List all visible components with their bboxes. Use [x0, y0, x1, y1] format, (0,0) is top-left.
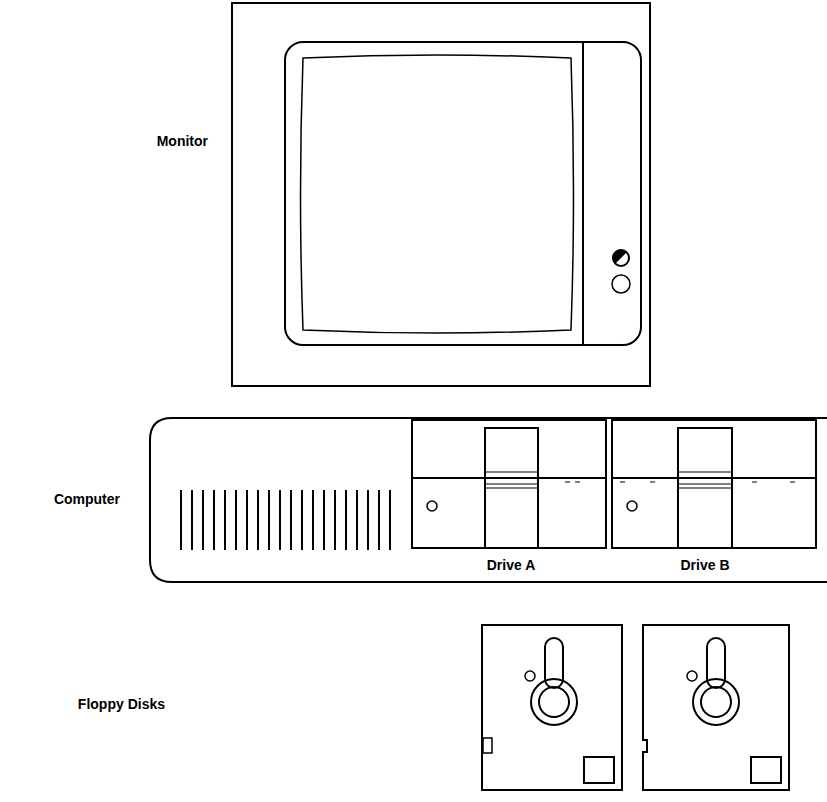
monitor-screen: [301, 55, 574, 333]
vent-slots: [180, 490, 392, 550]
floppy-index-hole: [525, 671, 535, 681]
drive-b-lever: [678, 428, 732, 548]
monitor-bezel: [285, 42, 641, 345]
floppy-disk: [643, 625, 789, 790]
floppy-hub: [531, 679, 577, 725]
floppy-label: [751, 757, 781, 783]
monitor-power-button: [612, 275, 630, 293]
part-label: Floppy Disks: [78, 697, 165, 712]
monitor-knob: [613, 250, 629, 266]
control-panel-divider: [582, 43, 584, 344]
drive-a-light: [427, 501, 437, 511]
floppy-disk: [482, 625, 622, 790]
drive-a-bay: [412, 420, 606, 548]
drive-a-lever: [485, 428, 538, 548]
monitor-housing: [232, 3, 650, 386]
drive-label: Drive B: [680, 558, 729, 573]
monitor-knob-fill: [613, 250, 627, 264]
part-label: Monitor: [157, 134, 208, 149]
write-protect-tab: [483, 738, 492, 753]
floppy-hub: [693, 679, 739, 725]
computer-case: [150, 418, 827, 582]
drive-label: Drive A: [487, 558, 536, 573]
floppy-label: [584, 757, 614, 783]
floppy-index-hole: [687, 671, 697, 681]
part-label: Computer: [54, 492, 120, 507]
drive-b-light: [627, 501, 637, 511]
drive-b-bay: [612, 420, 816, 548]
